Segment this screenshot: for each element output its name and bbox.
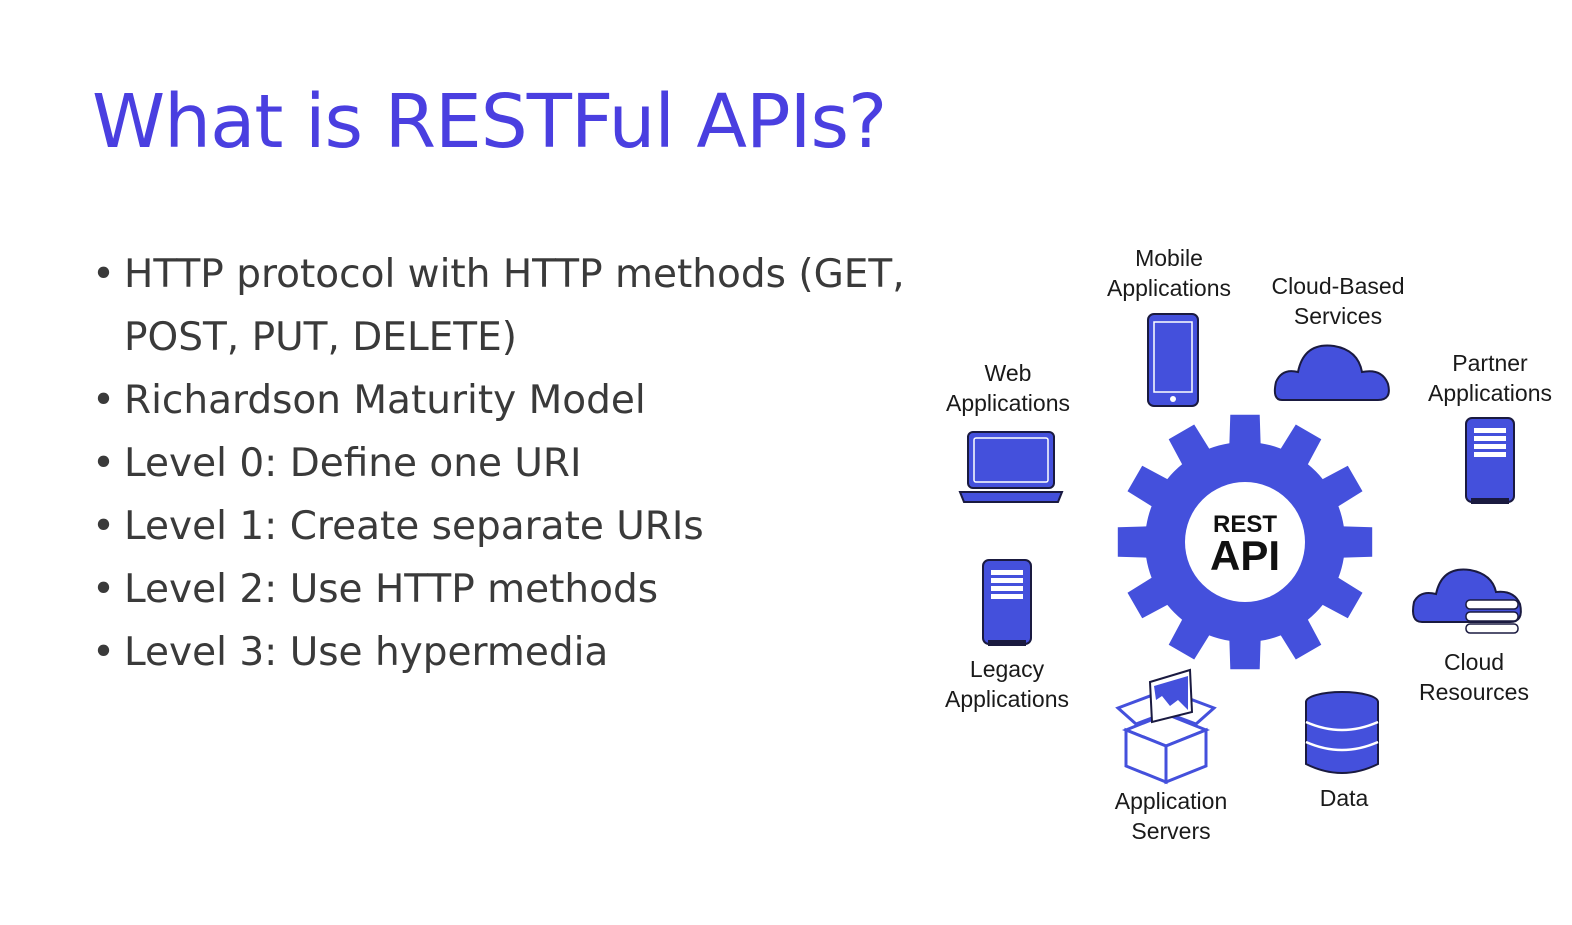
bullet-text: Richardson Maturity Model (124, 378, 646, 423)
gear-label-api: API (1210, 532, 1280, 579)
label-data: Data (1319, 785, 1369, 811)
bullet-dot: • (92, 441, 116, 486)
bullet-dot: • (92, 630, 116, 675)
bullet-item: • HTTP protocol with HTTP methods (GET, … (92, 243, 922, 369)
bullet-item: • Level 0: Define one URI (92, 432, 922, 495)
label-cloud-resources: Cloud Resources (1419, 649, 1529, 705)
bullet-dot: • (92, 504, 116, 549)
label-cloud-based-services: Cloud-Based Services (1271, 273, 1405, 329)
cloud-resources-icon (1412, 568, 1522, 634)
bullet-list: • HTTP protocol with HTTP methods (GET, … (92, 243, 922, 684)
bullet-text: Level 1: Create separate URIs (124, 504, 704, 549)
rest-api-diagram: REST API (930, 230, 1572, 870)
bullet-dot: • (92, 378, 116, 423)
label-mobile-applications: Mobile Applications (1106, 245, 1232, 301)
cloud-icon (1273, 344, 1390, 401)
slide-title: What is RESTFul APIs? (92, 79, 887, 165)
box-icon (1115, 668, 1217, 785)
bullet-item: • Level 2: Use HTTP methods (92, 558, 922, 621)
bullet-text: HTTP protocol with HTTP methods (GET, PO… (124, 252, 905, 360)
bullet-item: • Level 3: Use hypermedia (92, 621, 922, 684)
gear-icon: REST API (1117, 414, 1373, 670)
label-web-applications: Web Applications (945, 360, 1071, 416)
label-legacy-applications: Legacy Applications (944, 656, 1070, 712)
database-icon (1305, 691, 1379, 774)
laptop-icon (958, 431, 1064, 503)
diagram-canvas: REST API (958, 313, 1522, 785)
label-partner-applications: Partner Applications (1427, 350, 1553, 406)
legacy-server-icon (982, 559, 1032, 646)
gear-label-rest: REST (1213, 511, 1277, 538)
server-icon (1465, 417, 1515, 504)
bullet-dot: • (92, 252, 116, 297)
bullet-text: Level 0: Define one URI (124, 441, 582, 486)
bullet-item: • Richardson Maturity Model (92, 369, 922, 432)
mobile-phone-icon (1147, 313, 1199, 407)
bullet-dot: • (92, 567, 116, 612)
bullet-text: Level 3: Use hypermedia (124, 630, 609, 675)
label-application-servers: Application Servers (1114, 788, 1228, 844)
bullet-text: Level 2: Use HTTP methods (124, 567, 659, 612)
bullet-item: • Level 1: Create separate URIs (92, 495, 922, 558)
